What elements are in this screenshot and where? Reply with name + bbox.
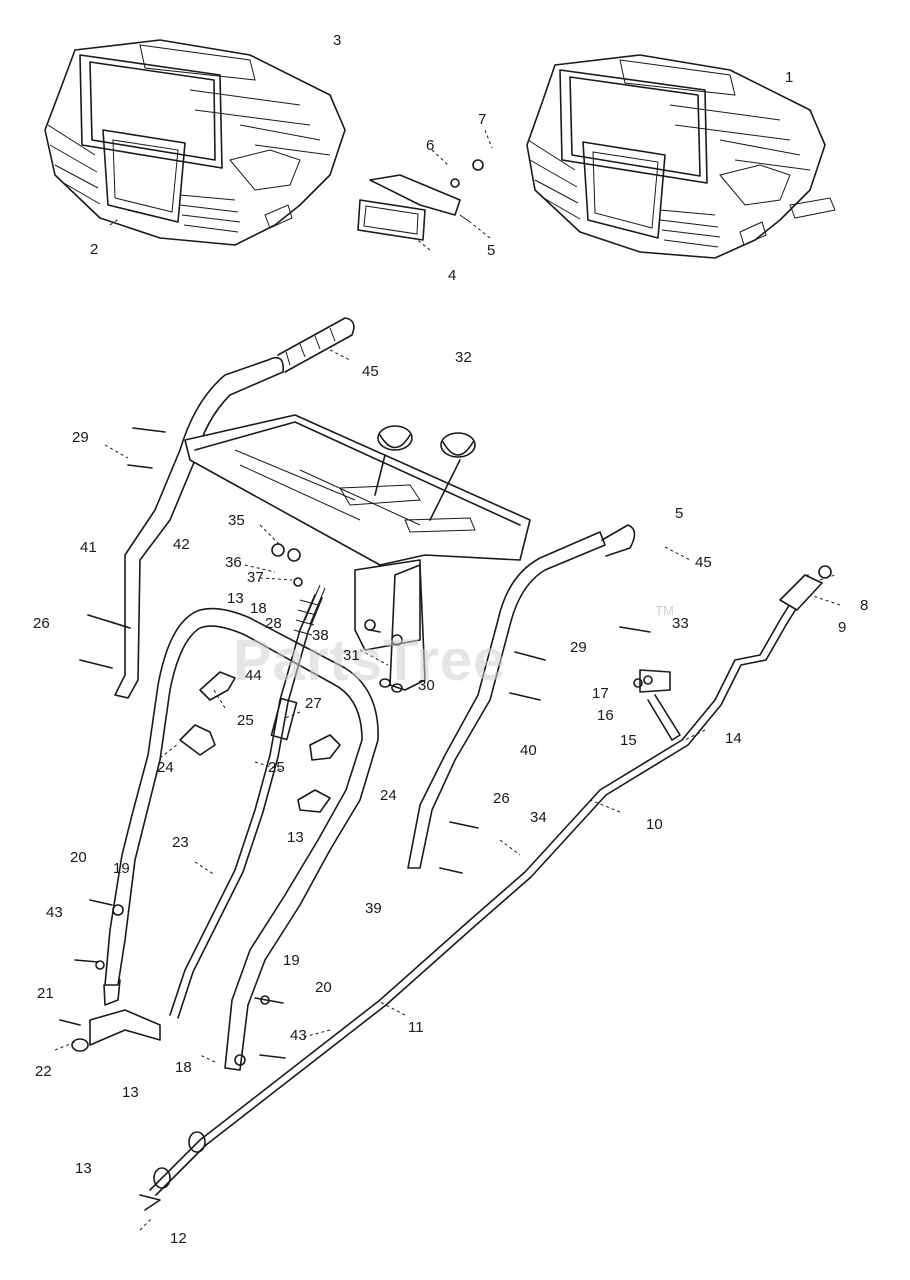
callout-33: 33 bbox=[672, 615, 689, 632]
callout-39: 39 bbox=[365, 900, 382, 917]
rod-bracket bbox=[639, 669, 681, 741]
callout-10: 10 bbox=[646, 816, 663, 833]
callout-40: 40 bbox=[520, 742, 537, 759]
label-bracket bbox=[357, 159, 484, 241]
callout-28: 28 bbox=[265, 615, 282, 632]
callout-5: 5 bbox=[675, 505, 683, 522]
callout-21: 21 bbox=[37, 985, 54, 1002]
callout-25: 25 bbox=[237, 712, 254, 729]
callout-5: 5 bbox=[487, 242, 495, 259]
callout-2: 2 bbox=[90, 241, 98, 258]
callout-25: 25 bbox=[268, 759, 285, 776]
callout-11: 11 bbox=[408, 1019, 424, 1036]
callout-24: 24 bbox=[380, 787, 397, 804]
upper-handle-right bbox=[407, 524, 636, 869]
callout-19: 19 bbox=[283, 952, 300, 969]
callout-6: 6 bbox=[426, 137, 434, 154]
callout-30: 30 bbox=[418, 677, 435, 694]
callout-14: 14 bbox=[725, 730, 742, 747]
callout-35: 35 bbox=[228, 512, 245, 529]
callout-37: 37 bbox=[247, 569, 264, 586]
callout-24: 24 bbox=[157, 759, 174, 776]
callout-19: 19 bbox=[113, 860, 130, 877]
callout-16: 16 bbox=[597, 707, 614, 724]
lower-handle bbox=[103, 607, 379, 1071]
dash-panel-right bbox=[526, 54, 836, 259]
callout-13: 13 bbox=[75, 1160, 92, 1177]
callout-15: 15 bbox=[620, 732, 637, 749]
callout-45: 45 bbox=[695, 554, 712, 571]
callout-8: 8 bbox=[860, 597, 868, 614]
watermark: PartsTree bbox=[233, 628, 506, 693]
callout-43: 43 bbox=[46, 904, 63, 921]
shift-rod bbox=[71, 584, 326, 1052]
callout-7: 7 bbox=[478, 111, 486, 128]
callout-20: 20 bbox=[315, 979, 332, 996]
callout-20: 20 bbox=[70, 849, 87, 866]
callout-18: 18 bbox=[175, 1059, 192, 1076]
callout-22: 22 bbox=[35, 1063, 52, 1080]
callout-38: 38 bbox=[312, 627, 329, 644]
watermark-trademark: TM bbox=[655, 603, 674, 618]
callout-23: 23 bbox=[172, 834, 189, 851]
callout-44: 44 bbox=[245, 667, 262, 684]
dash-panel-left bbox=[44, 39, 346, 246]
callout-29: 29 bbox=[570, 639, 587, 656]
callout-36: 36 bbox=[225, 554, 242, 571]
callout-43: 43 bbox=[290, 1027, 307, 1044]
callout-1: 1 bbox=[785, 69, 793, 86]
callout-31: 31 bbox=[343, 647, 360, 664]
callouts: 3 1 7 6 2 5 4 32 45 29 35 42 41 36 37 13… bbox=[33, 32, 868, 1247]
callout-34: 34 bbox=[530, 809, 547, 826]
callout-13: 13 bbox=[227, 590, 244, 607]
callout-29: 29 bbox=[72, 429, 89, 446]
callout-3: 3 bbox=[333, 32, 341, 49]
callout-45: 45 bbox=[362, 363, 379, 380]
callout-12: 12 bbox=[170, 1230, 187, 1247]
callout-26: 26 bbox=[493, 790, 510, 807]
callout-26: 26 bbox=[33, 615, 50, 632]
wing-knobs bbox=[179, 671, 341, 813]
callout-42: 42 bbox=[173, 536, 190, 553]
callout-18: 18 bbox=[250, 600, 267, 617]
callout-9: 9 bbox=[838, 619, 846, 636]
hardware bbox=[59, 427, 653, 1066]
control-panel bbox=[184, 414, 531, 693]
callout-27: 27 bbox=[305, 695, 322, 712]
callout-13: 13 bbox=[122, 1084, 139, 1101]
callout-4: 4 bbox=[448, 267, 456, 284]
callout-13: 13 bbox=[287, 829, 304, 846]
chute-crank-rod bbox=[139, 565, 832, 1211]
leader-lines bbox=[54, 129, 841, 1231]
callout-32: 32 bbox=[455, 349, 472, 366]
callout-17: 17 bbox=[592, 685, 609, 702]
callout-41: 41 bbox=[80, 539, 97, 556]
